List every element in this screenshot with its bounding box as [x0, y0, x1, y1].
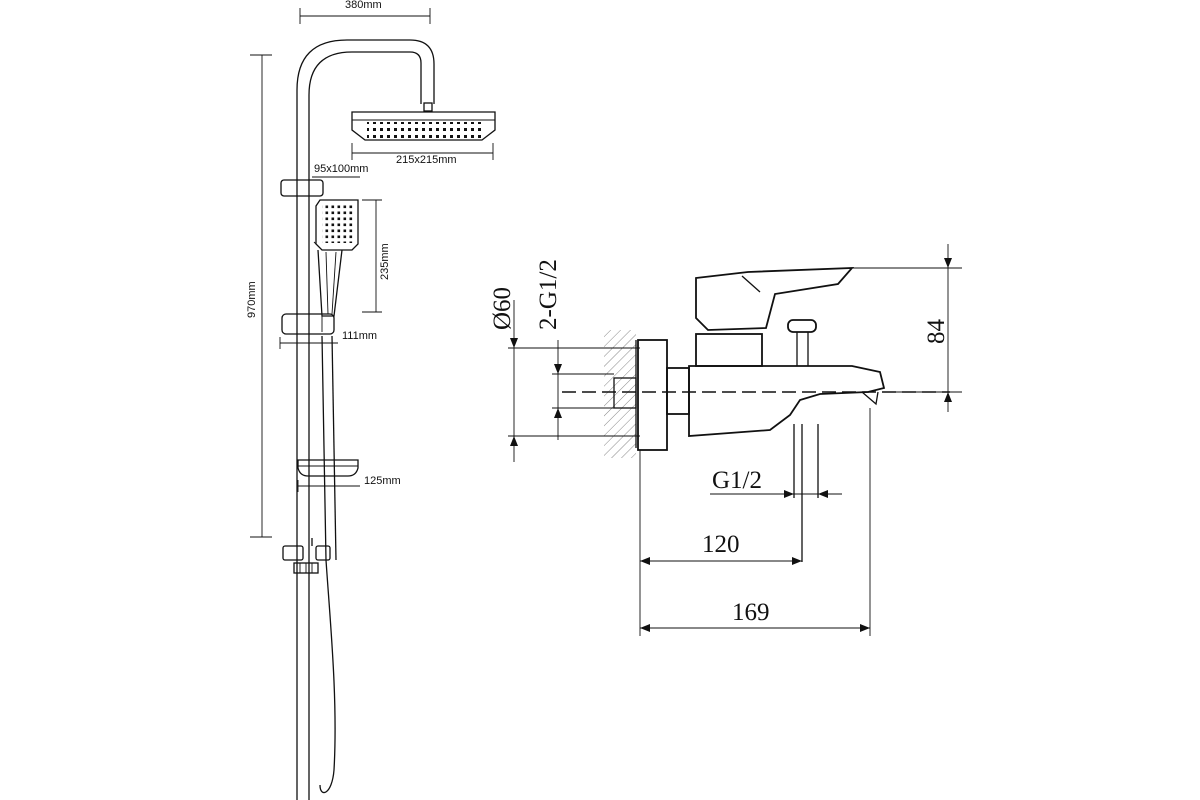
dim-total-height-label: 970mm [246, 281, 258, 318]
dim-flange-dia-label: Ø60 [489, 287, 516, 330]
lever-handle [695, 267, 855, 331]
dim-center-dist: 120 [639, 450, 802, 636]
dim-rain-head-label: 215x215mm [396, 154, 457, 166]
diverter-knob [787, 319, 817, 366]
shower-column-drawing: 380mm 215x215mm 95x100mm [246, 0, 496, 800]
dim-holder-offset-label: 111mm [342, 330, 377, 342]
dim-overall-len: 169 [640, 408, 871, 636]
mixer-body [688, 365, 886, 437]
dim-thread-inlet-label: 2-G1/2 [535, 259, 562, 330]
upper-holder: 95x100mm [280, 163, 368, 197]
dim-center-dist-label: 120 [702, 531, 740, 558]
dim-holder-offset: 111mm [279, 330, 377, 349]
dim-top-width-label: 380mm [345, 0, 382, 11]
wall-section [604, 330, 637, 458]
mixer-drawing: Ø60 2-G1/2 84 G1/2 [489, 244, 962, 636]
riser-pipe [296, 39, 435, 800]
wall-flange [637, 339, 668, 451]
dim-total-height: 970mm [246, 54, 272, 538]
dim-overall-len-label: 169 [732, 599, 770, 626]
dim-rain-head: 215x215mm [351, 143, 494, 166]
rain-shower-head [351, 102, 496, 141]
dim-outlet-thread: G1/2 [710, 467, 842, 498]
dim-hand-length-label: 235mm [379, 243, 391, 280]
diverter-valve [282, 538, 331, 574]
dim-flange-dia: Ø60 [489, 287, 640, 462]
dim-thread-inlet: 2-G1/2 [535, 259, 614, 440]
connection-nut [666, 367, 690, 415]
dim-handle-height: 84 [852, 244, 962, 412]
eccentric-connector [613, 377, 637, 409]
dim-outlet-thread-label: G1/2 [712, 467, 762, 494]
dim-soap-dish: 125mm [297, 475, 401, 492]
dim-hand-head-label: 95x100mm [314, 163, 368, 175]
middle-holder [281, 313, 335, 335]
dim-top-width: 380mm [299, 0, 431, 24]
spout-tip [861, 391, 879, 406]
dim-hand-length: 235mm [362, 199, 391, 313]
soap-dish [297, 459, 359, 477]
handle-detail [741, 275, 761, 293]
hand-shower [313, 199, 359, 317]
dim-soap-dish-label: 125mm [364, 475, 401, 487]
dim-handle-height-label: 84 [923, 319, 950, 345]
outlet-stub [793, 424, 819, 562]
shower-hose [319, 335, 337, 794]
cartridge-housing [695, 333, 763, 367]
